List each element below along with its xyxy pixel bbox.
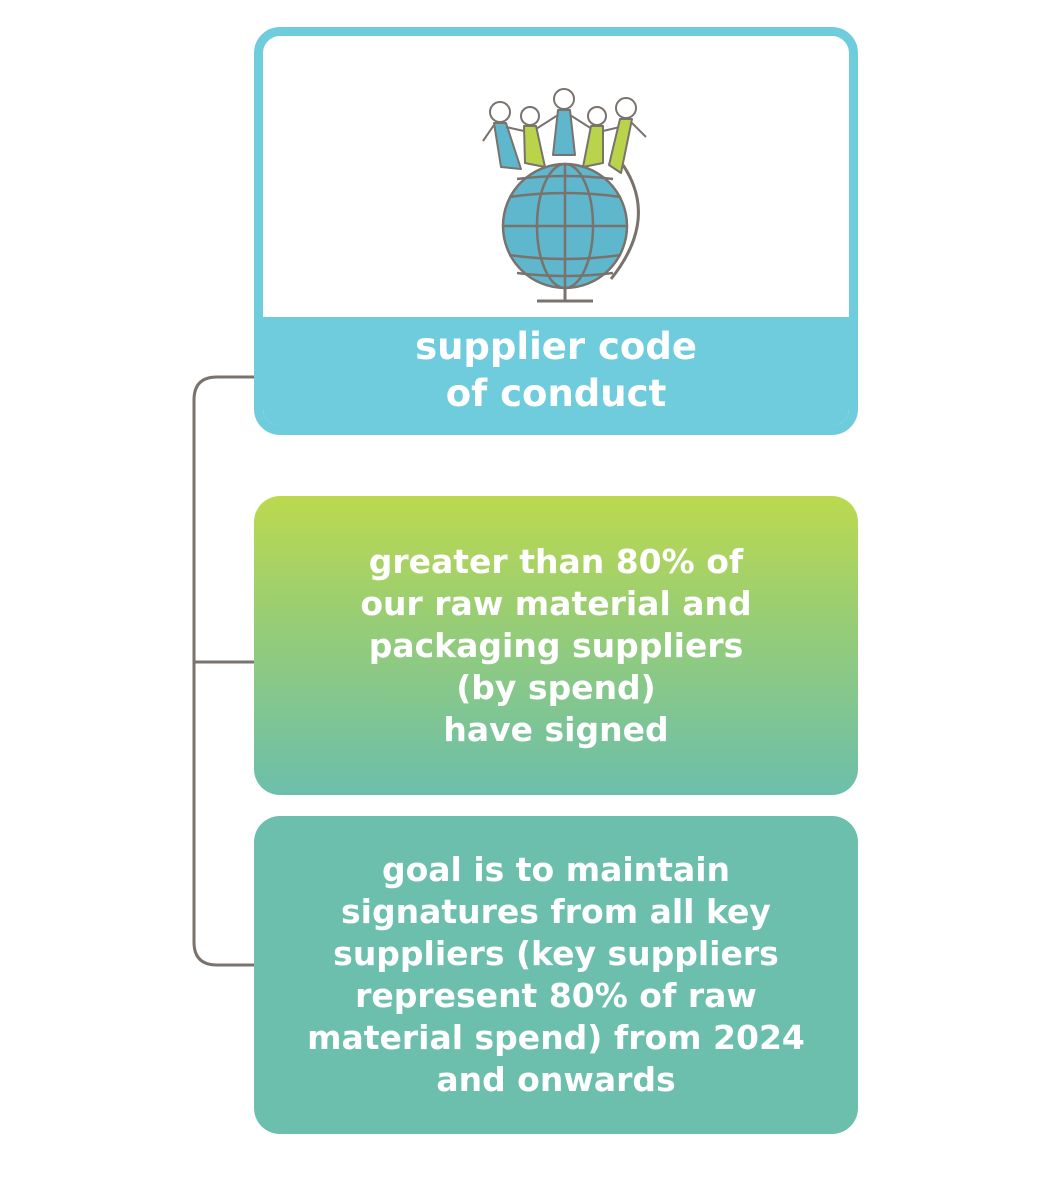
- people-around-globe-icon: [482, 88, 647, 303]
- signed-suppliers-text: greater than 80% of our raw material and…: [360, 541, 752, 749]
- connector-line: [192, 375, 256, 967]
- people: [482, 88, 647, 174]
- logo-area: [263, 36, 849, 317]
- globe: [501, 162, 640, 303]
- card-title: supplier code of conduct: [415, 325, 697, 415]
- supplier-code-card: supplier code of conduct: [254, 27, 858, 435]
- goal-text: goal is to maintain signatures from all …: [307, 850, 805, 1099]
- goal-card: goal is to maintain signatures from all …: [254, 816, 858, 1134]
- title-band: supplier code of conduct: [263, 317, 849, 426]
- signed-suppliers-card: greater than 80% of our raw material and…: [254, 496, 858, 795]
